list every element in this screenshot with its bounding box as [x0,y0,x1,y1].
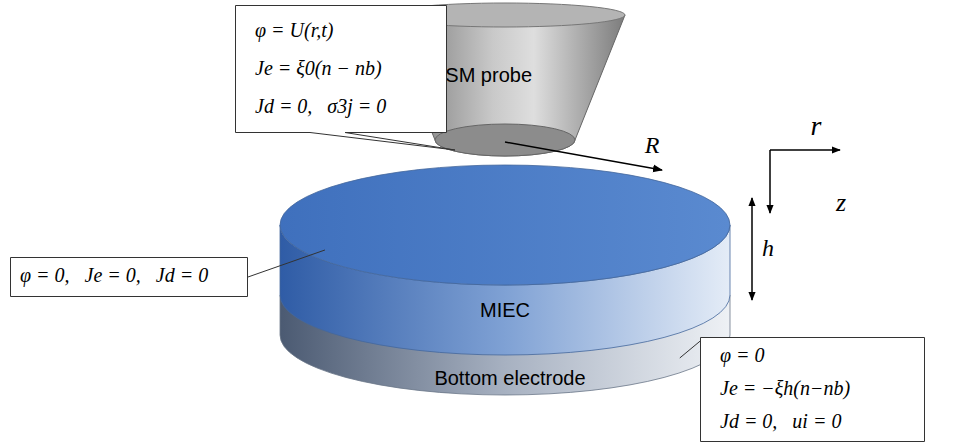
callout-frame [701,338,925,442]
r-axis [770,149,840,151]
boundary-condition: Jd = 0, ui = 0 [720,405,850,438]
dimension-label: z [836,189,846,218]
callout-frame [11,258,248,297]
boundary-callout: φ = 0Je = −ξh(n−nb)Jd = 0, ui = 0 [700,337,925,442]
boundary-callout: φ = 0, Je = 0, Jd = 0 [10,257,248,297]
dimension-label: R [645,132,660,158]
boundary-condition: Je = −ξh(n−nb) [720,372,850,405]
thickness-arrow [751,198,753,300]
boundary-callout: φ = U(r,t)Je = ξ0(n − nb)Jd = 0, σ3j = 0 [235,5,447,133]
dimension-label: h [762,235,774,261]
boundary-condition: φ = 0 [720,339,850,372]
part-label: Bottom electrode [434,366,585,390]
film-cylinder: MIEC [278,163,732,358]
film-cylinder-drawing [278,163,732,358]
z-axis [769,150,771,213]
boundary-condition: φ = 0, Je = 0, Jd = 0 [20,257,208,293]
part-label: MIEC [480,298,530,322]
callout-frame [236,6,456,151]
boundary-condition: φ = U(r,t) [255,11,386,49]
boundary-condition: Je = ξ0(n − nb) [255,49,386,87]
dimension-label: r [811,111,822,142]
boundary-condition: Jd = 0, σ3j = 0 [255,87,386,125]
